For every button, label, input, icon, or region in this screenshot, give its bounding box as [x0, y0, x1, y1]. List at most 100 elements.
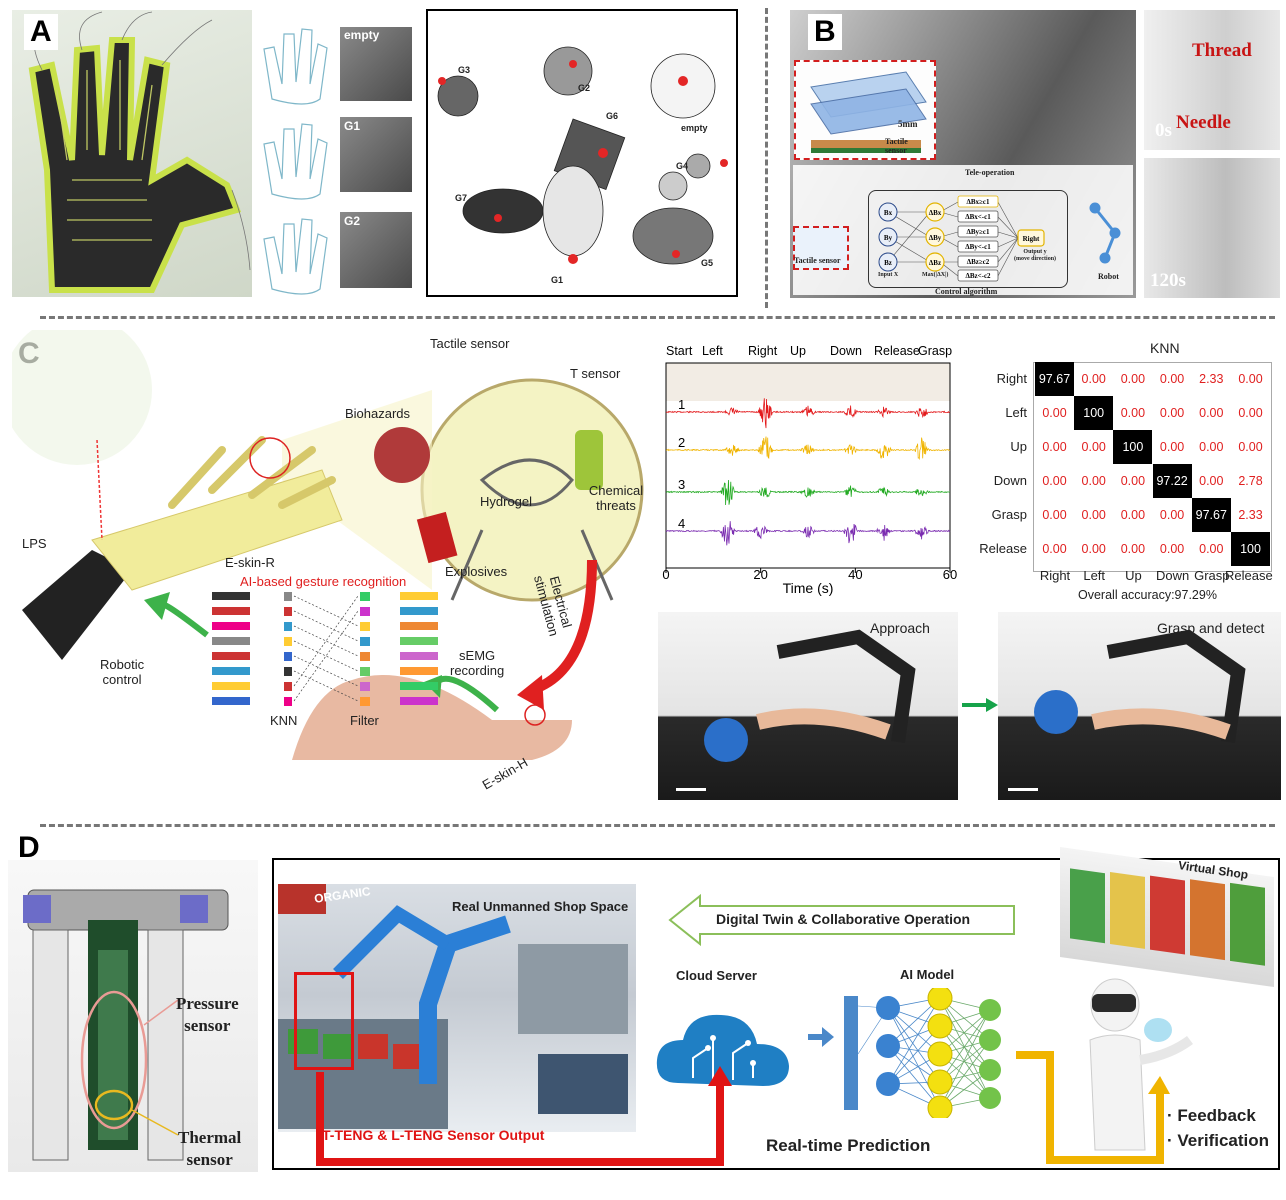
input-x-label: Input X [878, 272, 899, 278]
cm-cell: 0.00 [1042, 440, 1067, 454]
divider-top [40, 316, 1275, 319]
cm-frame [1033, 362, 1272, 572]
gesture-label-start: Start [666, 344, 693, 358]
cloud-icon [656, 1014, 789, 1086]
cm-cell: 2.33 [1199, 372, 1224, 386]
glove-photo [12, 10, 252, 297]
cm-cell: 0.00 [1120, 508, 1146, 522]
label-tactile-sensor: Tactile sensor [430, 336, 510, 351]
cm-cell: 0.00 [1081, 474, 1106, 488]
robot-arm-icon [1089, 202, 1121, 264]
gesture-label-release: Release [874, 344, 920, 358]
robot-label: Robot [1098, 272, 1119, 281]
gesture-label-up: Up [790, 344, 806, 358]
cm-cell: 0.00 [1159, 440, 1185, 454]
approach-label: Approach [870, 620, 930, 636]
cm-cell: 97.67 [1191, 498, 1231, 532]
feedback-arrow [1016, 1051, 1170, 1164]
x-tick-0: 0 [662, 567, 669, 582]
input-bz: Bz [884, 259, 892, 267]
cm-cell: 0.00 [1159, 508, 1185, 522]
approach-photo [658, 612, 958, 800]
cm-cell: 0.00 [1042, 542, 1067, 556]
glove-tag-g1: G1 [344, 119, 361, 133]
time-0s: 0s [1155, 120, 1172, 141]
cm-col-label-left: Left [1083, 568, 1106, 583]
rule-1: ΔBx≥c1 [966, 198, 990, 206]
hand-outlines [263, 28, 328, 295]
tactile-sensor-label: Tactile sensor [794, 256, 841, 265]
trace-4 [665, 521, 951, 546]
trace-label-4: 4 [678, 516, 685, 531]
cm-cell: 0.00 [1120, 372, 1146, 386]
cluster-label-g6: G6 [606, 111, 618, 121]
cm-cell: 0.00 [1042, 474, 1067, 488]
tsne-plot: G3 G2 empty G6 G4 G7 G1 G5 [426, 9, 738, 297]
cm-cell: 0.00 [1042, 508, 1067, 522]
trace-label-2: 2 [678, 435, 685, 450]
divider-middle [40, 824, 1275, 827]
cm-footer: Overall accuracy:97.29% [1078, 588, 1217, 602]
x-axis-label: Time (s) [783, 580, 834, 596]
x-tick-40: 40 [848, 567, 862, 582]
cm-title: KNN [1150, 340, 1180, 356]
mid-bx: ΔBx [929, 209, 942, 217]
cm-cell: 100 [1231, 532, 1270, 566]
divider-ab [765, 8, 768, 308]
cm-row-label-right: Right [996, 371, 1027, 386]
grasp-detect-photo [998, 612, 1281, 800]
trace-2 [665, 436, 951, 461]
label-lps: LPS [22, 536, 47, 551]
teng-output-label: T-TENG & L-TENG Sensor Output [322, 1127, 545, 1143]
cm-cell: 0.00 [1238, 406, 1263, 420]
cm-cell: 0.00 [1120, 474, 1146, 488]
cm-cell: 0.00 [1081, 508, 1106, 522]
input-by: By [884, 234, 893, 242]
x-tick-60: 60 [943, 567, 957, 582]
cm-cell: 0.00 [1120, 542, 1146, 556]
label-e-skin-r: E-skin-R [225, 555, 275, 570]
semg-plot-frame [665, 362, 951, 569]
cm-cell: 2.78 [1238, 474, 1263, 488]
glove-tag-empty: empty [344, 28, 380, 42]
pressure-sensor-label: Pressure sensor [176, 994, 239, 1035]
tsne-clusters: G3 G2 empty G6 G4 G7 G1 G5 [437, 46, 728, 285]
sensor-output-arrow [316, 1066, 732, 1166]
cm-cell: 0.00 [1238, 372, 1263, 386]
tele-operation-label: Tele-operation [965, 168, 1015, 177]
cm-cell: 0.00 [1081, 542, 1106, 556]
label-ai-gesture: AI-based gesture recognition [240, 574, 407, 589]
trace-label-1: 1 [678, 397, 685, 412]
cluster-label-g3: G3 [458, 65, 470, 75]
rule-5: ΔBz≥c2 [967, 258, 990, 266]
cm-row-label-release: Release [979, 541, 1027, 556]
cluster-label-g5: G5 [701, 258, 713, 268]
cm-col-label-down: Down [1155, 568, 1190, 583]
virtual-shop-render [1060, 846, 1274, 988]
cluster-label-g1: G1 [551, 275, 563, 285]
needle-threading-120s-photo [1144, 158, 1280, 298]
cm-cell: 0.00 [1199, 542, 1224, 556]
cm-cell: 97.67 [1035, 362, 1074, 396]
cm-col-label-release: Release [1225, 568, 1273, 583]
real-shop-render [278, 884, 636, 1132]
glove-illustration [28, 11, 251, 293]
cm-cell: 0.00 [1199, 406, 1224, 420]
trace-3 [665, 479, 951, 506]
cluster-label-g7: G7 [455, 193, 467, 203]
needle-threading-0s-photo [1144, 10, 1280, 150]
cloud-to-ai-arrow [808, 1027, 834, 1047]
cm-cell: 0.00 [1042, 406, 1067, 420]
output-right: Right [1023, 235, 1040, 243]
cm-cell: 0.00 [1199, 440, 1224, 454]
glove-tag-g2: G2 [344, 214, 361, 228]
label-filter: Filter [350, 713, 379, 728]
cm-row-label-left: Left [1005, 405, 1027, 420]
approach-to-grasp-arrow [962, 698, 998, 712]
digital-twin-frame [272, 858, 1280, 1170]
input-bx: Bx [884, 209, 893, 217]
knn-filter-bars [212, 592, 438, 706]
cm-col-label-up: Up [1125, 568, 1142, 583]
